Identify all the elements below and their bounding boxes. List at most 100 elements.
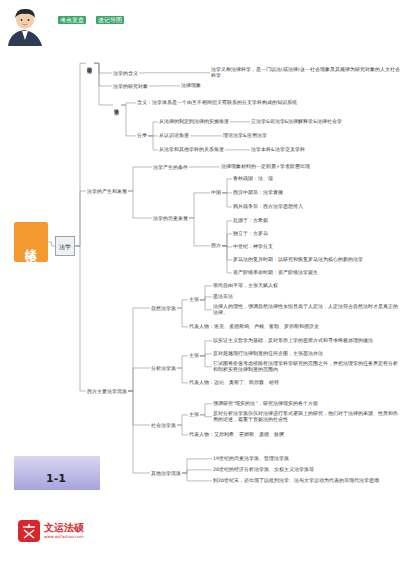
branch-line: [182, 470, 212, 473]
map-item: 春秋战国：法、儒: [232, 176, 274, 182]
branch-line: [200, 415, 212, 417]
node-text: 分类: [137, 133, 147, 138]
map-item: 法律人的理性，强调自然法律性永恒且高于人定法，人定法符合自然法时才是真正的法律。: [212, 304, 400, 316]
node-text: 反对超越现行法律制度的任何企图，主张恶法亦法: [213, 351, 323, 356]
node-text: 法学的历史发展: [153, 215, 188, 221]
node-text: 法律现象材料的一定积累+学者阶层出现: [221, 164, 310, 169]
map-item: 代表人物：洛克、孟德斯鸠、卢梭、富勒、罗尔斯和德沃金: [188, 324, 320, 330]
node-text: 社会法学派: [151, 422, 176, 428]
branch-line: [182, 473, 212, 481]
map-item: 从法律的制定到法律的实施角度: [158, 119, 230, 125]
node-text: 绪论: [24, 238, 38, 246]
node-text: 法学又称法律科学，是一门以法(或法律)这一社会现象及其规律为研究对象的人文社会科…: [211, 67, 400, 78]
branch-line: [222, 179, 232, 193]
branch-line: [139, 72, 210, 73]
node-text: 它试图将价值考虑排除在法理学科学研究的范围之外，并把法理学的任务界定在分析和剖析…: [213, 361, 398, 372]
map-item: 西方主要法学流派: [86, 388, 128, 394]
node-text: 罗马法的复兴时期：以研究和恢复罗马法为核心的新的法学: [233, 257, 363, 262]
map-item: 法学的研究对象: [112, 83, 149, 89]
node-text: 法学本科&法学交叉学科: [251, 147, 305, 152]
map-item: 代表人物：艾尔利希、霍姆斯、庞德、狄骥: [188, 432, 285, 438]
branch-line: [177, 356, 188, 368]
brand-tag: 速记导图: [96, 16, 124, 24]
node-text: 从法律的制定到法律的实施角度: [159, 119, 229, 124]
branch-line: [222, 234, 232, 246]
map-item: 社会法学派: [150, 422, 177, 428]
logo-text: 文运法硕: [44, 521, 84, 535]
branch-line: [148, 122, 158, 136]
node-text: 恶法非法: [213, 294, 233, 299]
node-text: 含义：法学体系是一个由互不相同但又有联系的分支学科构成的知识系统: [137, 100, 297, 105]
topic-box: 法学: [55, 236, 75, 256]
node-text: 20世纪的经济分析法学派、女权主义法学派等: [213, 467, 314, 472]
node-text: 到20世纪末，还出现了以批判法学、法与文学运动为代表的后现代法学思潮: [213, 478, 379, 483]
node-text: 法学的概念: [87, 62, 93, 65]
map-item: 鸦片战争后：西方法学思想传入: [232, 204, 304, 210]
node-text: 主张: [189, 412, 199, 417]
branch-line: [200, 300, 212, 310]
node-text: 理论法学&应用法学: [223, 133, 267, 138]
branch-line: [230, 121, 250, 122]
branch-line: [177, 368, 188, 383]
branch-line: [189, 166, 220, 167]
map-item: 西方: [210, 243, 222, 249]
brand-tag: 考点复盘: [58, 16, 86, 24]
node-text: 法律人的理性，强调自然法律性永恒且高于人定法，人定法符合自然法时才是真正的法律。: [213, 304, 398, 315]
node-text: 其他法学流派: [151, 470, 181, 476]
map-item: 19世纪的历史法学派、哲理法学派: [212, 456, 290, 462]
map-item: 含义：法学体系是一个由互不相同但又有联系的分支学科构成的知识系统: [136, 100, 361, 106]
node-text: 代表人物：艾尔利希、霍姆斯、庞德、狄骥: [189, 432, 284, 437]
node-text: 鸦片战争后：西方法学思想传入: [233, 204, 303, 209]
node-text: 法学产生的条件: [153, 164, 188, 170]
branch-line: [222, 246, 232, 273]
map-item: 崇尚自由平等，主张天赋人权: [212, 283, 279, 289]
branch-line: [75, 246, 86, 391]
node-text: 中世纪：神学分支: [233, 244, 273, 249]
node-text: 主张: [189, 353, 199, 358]
map-item: 罗马法的复兴时期：以研究和恢复罗马法为核心的新的法学: [232, 257, 404, 263]
node-text: 分析法学派: [151, 365, 176, 371]
logo-url: www.wyfashuo.com: [44, 534, 84, 539]
map-item: 法律现象材料的一定积累+学者阶层出现: [220, 164, 311, 170]
branch-line: [94, 63, 113, 105]
node-text: 法律现象: [181, 83, 201, 88]
map-item: 中国: [210, 190, 222, 196]
branch-line: [128, 391, 150, 473]
map-item: 反对分析法学派仅仅对法律进行形式逻辑上的研究，他们对于法律的来源、性质和作用的论…: [212, 411, 400, 423]
map-item: 分析法学派: [150, 365, 177, 371]
branch-line: [121, 103, 136, 105]
node-text: 代表人物：边沁、奥斯丁、凯尔森、哈特: [189, 380, 279, 385]
node-text: 法学: [59, 243, 71, 250]
node-text: 立法学&司法学&法律解释学&法律社会学: [251, 119, 342, 124]
map-item: 主张: [188, 353, 200, 359]
map-item: 法律现象: [180, 83, 202, 89]
map-item: 它试图将价值考虑排除在法理学科学研究的范围之外，并把法理学的任务界定在分析和剖析…: [212, 361, 400, 373]
node-text: 强调研究“现实的法”，研究法律现实的各个方面: [213, 401, 318, 406]
node-text: 从法学和其他学科的关系角度: [159, 147, 224, 152]
map-item: 中世纪：神学分支: [232, 244, 274, 250]
map-item: 法学的含义: [112, 70, 139, 76]
node-text: 崇尚自由平等，主张天赋人权: [213, 283, 278, 288]
map-item: 资产阶级革命时期：资产阶级法学诞生: [232, 270, 319, 276]
avatar-illustration: [8, 9, 42, 46]
branch-line: [75, 63, 86, 246]
branch-line: [148, 136, 158, 150]
map-item: 反对超越现行法律制度的任何企图，主张恶法亦法: [212, 351, 324, 357]
node-text: 西方主要法学流派: [87, 388, 127, 394]
page-number-panel: [14, 456, 100, 490]
node-text: 西汉中期后：法学衰微: [233, 190, 283, 195]
map-item: 法学体系: [113, 104, 121, 106]
map-item: 理论法学&应用法学: [222, 133, 268, 139]
page-number: 1-1: [46, 472, 66, 485]
map-item: 20世纪的经济分析法学派、女权主义法学派等: [212, 467, 315, 473]
branch-line: [177, 300, 188, 308]
branch-line: [128, 308, 150, 391]
branch-line: [177, 415, 188, 425]
branch-line: [128, 368, 150, 391]
map-item: 强调研究“现实的法”，研究法律现实的各个方面: [212, 401, 319, 407]
map-item: 自然法学派: [150, 305, 177, 311]
map-item: 西汉中期后：法学衰微: [232, 190, 284, 196]
node-text: 法学体系: [114, 104, 120, 106]
root-topic: 绪论: [14, 222, 48, 262]
